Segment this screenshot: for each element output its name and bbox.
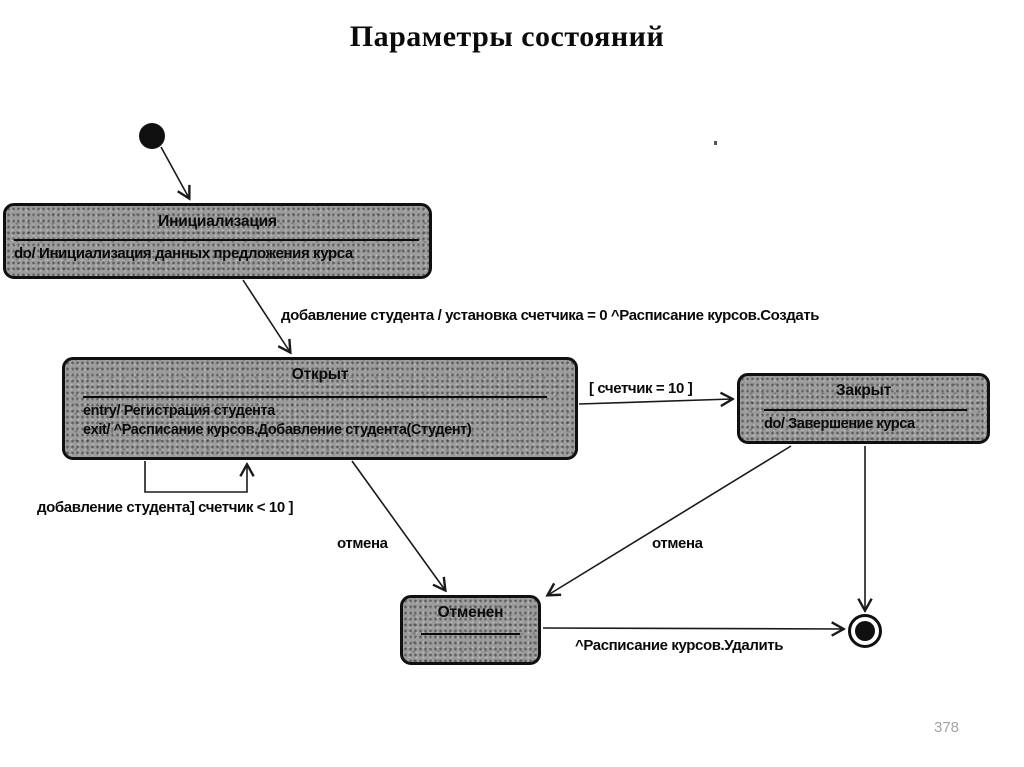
state-closed-action: do/ Завершение курса	[764, 416, 915, 432]
state-closed: Закрыт do/ Завершение курса	[737, 373, 990, 444]
arrow-closed-to-cancelled	[548, 445, 792, 595]
final-state-icon	[848, 614, 882, 648]
state-open-title: Открыт	[291, 366, 349, 383]
arrow-initial-to-initialization	[160, 146, 189, 198]
arrow-open-to-closed	[578, 399, 732, 404]
scan-speck	[714, 141, 717, 145]
slide-title: Параметры состояний	[349, 20, 665, 53]
initial-state-icon	[139, 123, 165, 149]
state-closed-separator	[764, 409, 967, 411]
transition-label-closed-to-cancelled: отмена	[652, 535, 703, 552]
state-closed-title: Закрыт	[835, 382, 892, 399]
state-initialization: Инициализация do/ Инициализация данных п…	[3, 203, 432, 279]
arrow-open-self-loop	[144, 461, 247, 493]
state-open-entry-action: entry/ Регистрация студента	[83, 403, 275, 419]
page-number: 378	[934, 719, 960, 736]
transition-label-cancelled-to-final: ^Расписание курсов.Удалить	[575, 637, 784, 654]
arrow-cancelled-to-final	[542, 628, 843, 629]
state-open-exit-action: exit/ ^Расписание курсов.Добавление студ…	[83, 422, 472, 438]
state-initialization-title: Инициализация	[158, 213, 277, 230]
state-initialization-separator	[14, 239, 419, 241]
arrow-initialization-to-open	[242, 279, 290, 352]
transition-label-open-to-closed-guard: [ счетчик = 10 ]	[589, 380, 693, 397]
arrow-open-to-cancelled	[351, 460, 445, 590]
state-cancelled-title: Отменен	[437, 604, 504, 621]
state-cancelled-separator	[421, 633, 520, 635]
transition-label-initialization-to-open: добавление студента / установка счетчика…	[281, 307, 820, 324]
transition-label-open-to-cancelled: отмена	[337, 535, 388, 552]
state-initialization-action: do/ Инициализация данных предложения кур…	[14, 245, 353, 262]
transition-label-open-self-loop: добавление студента] счетчик < 10 ]	[37, 499, 294, 516]
state-open: Открыт entry/ Регистрация студента exit/…	[62, 357, 578, 460]
state-cancelled: Отменен	[400, 595, 541, 665]
state-open-separator	[83, 396, 547, 398]
